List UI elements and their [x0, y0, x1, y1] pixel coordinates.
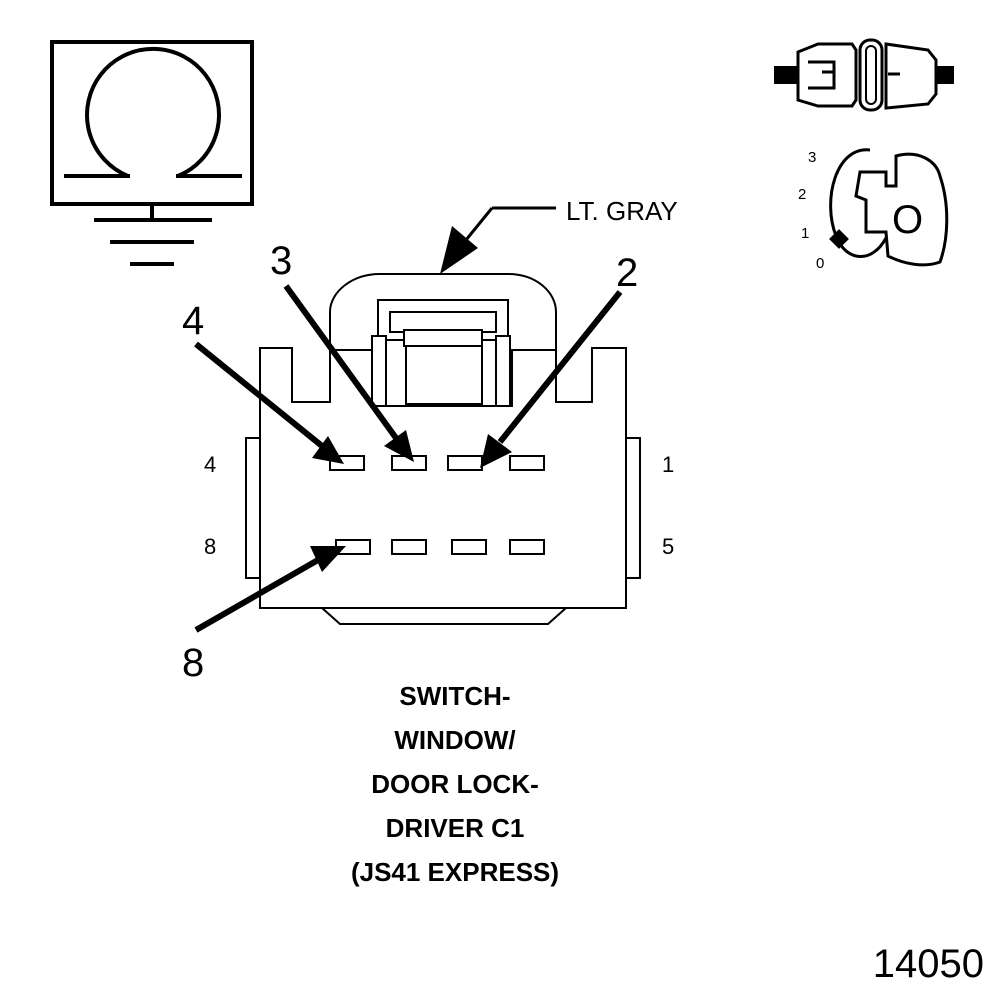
key-position-3: 3 [808, 149, 816, 166]
connector-caption: SWITCH- WINDOW/ DOOR LOCK- DRIVER C1 (JS… [300, 674, 610, 894]
caption-line-1: SWITCH- [399, 681, 511, 711]
key-position-2: 2 [798, 186, 806, 203]
callout-8: 8 [182, 641, 204, 685]
caption-line-2: WINDOW/ [394, 725, 516, 755]
callout-2: 2 [616, 251, 638, 295]
caption-line-5: (JS41 EXPRESS) [350, 857, 560, 887]
key-position-1: 1 [801, 225, 809, 242]
connector-disconnected-icon [774, 38, 954, 112]
callout-4: 4 [182, 299, 204, 343]
connector-color-label: LT. GRAY [566, 196, 678, 226]
key-face-label: O [892, 198, 923, 242]
ignition-key-icon: 3 2 1 0 O [798, 148, 949, 272]
pin-label-top-right: 1 [662, 452, 674, 477]
caption-line-3: DOOR LOCK- [371, 769, 539, 799]
key-position-0: 0 [816, 255, 824, 272]
callout-arrows [194, 206, 623, 633]
pin-label-bottom-right: 5 [662, 534, 674, 559]
caption-line-4: DRIVER C1 [385, 813, 525, 843]
ohmmeter-icon [50, 40, 254, 266]
pin-label-top-left: 4 [204, 452, 216, 477]
figure-number: 14050 [872, 942, 984, 986]
callout-3: 3 [270, 239, 292, 283]
pin-label-bottom-left: 8 [204, 534, 216, 559]
connector-body [245, 273, 641, 625]
